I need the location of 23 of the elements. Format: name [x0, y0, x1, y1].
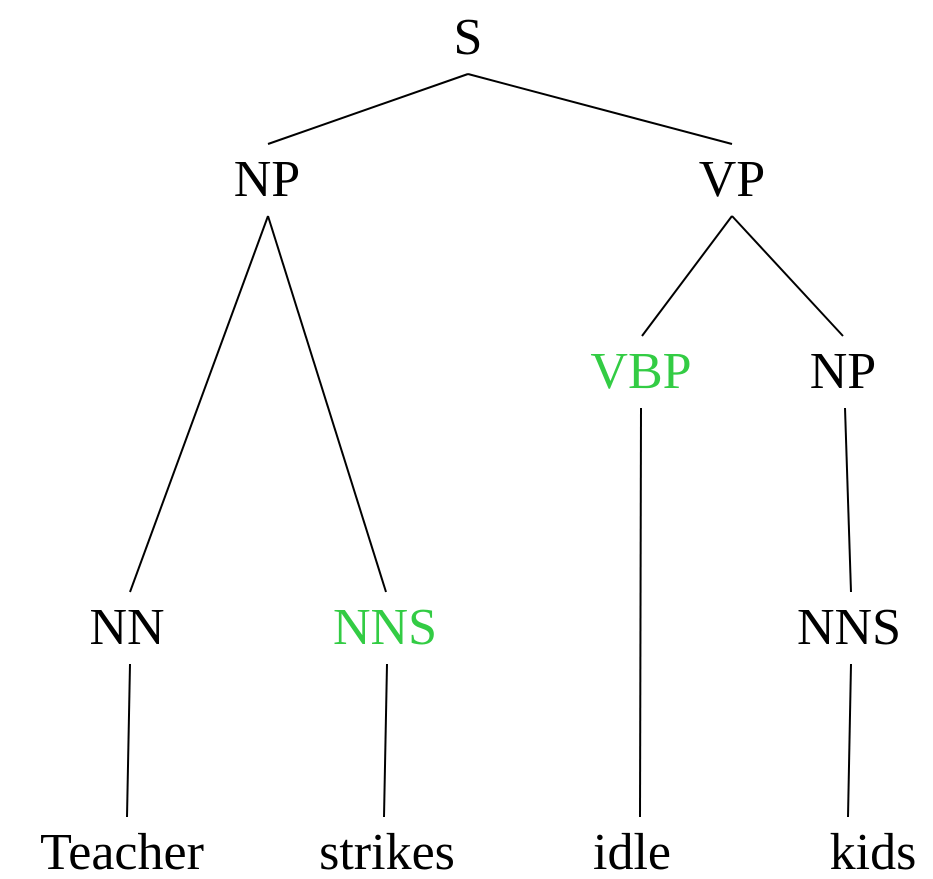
tree-label: NP: [232, 144, 302, 216]
tree-label: NP: [808, 336, 878, 408]
tree-label: S: [452, 2, 484, 74]
tree-branch: [129, 216, 269, 592]
tree-branch: [847, 664, 852, 818]
tree-branch: [468, 73, 732, 145]
tree-label: NNS: [794, 592, 904, 664]
tree-branch: [383, 664, 388, 818]
tree-label: NNS: [330, 592, 440, 664]
tree-label: idle: [591, 817, 673, 879]
tree-label: VP: [696, 144, 768, 216]
tree-branch: [731, 215, 844, 337]
tree-branch: [641, 215, 733, 337]
tree-branch: [268, 73, 468, 145]
tree-branch: [126, 664, 131, 818]
tree-branch: [267, 216, 387, 592]
tree-label: strikes: [317, 817, 457, 879]
tree-label: kids: [828, 817, 918, 879]
tree-label: VBP: [588, 336, 694, 408]
tree-branch: [639, 408, 642, 817]
tree-label: Teacher: [38, 817, 206, 879]
tree-label: NN: [87, 592, 167, 664]
tree-branch: [844, 408, 852, 592]
